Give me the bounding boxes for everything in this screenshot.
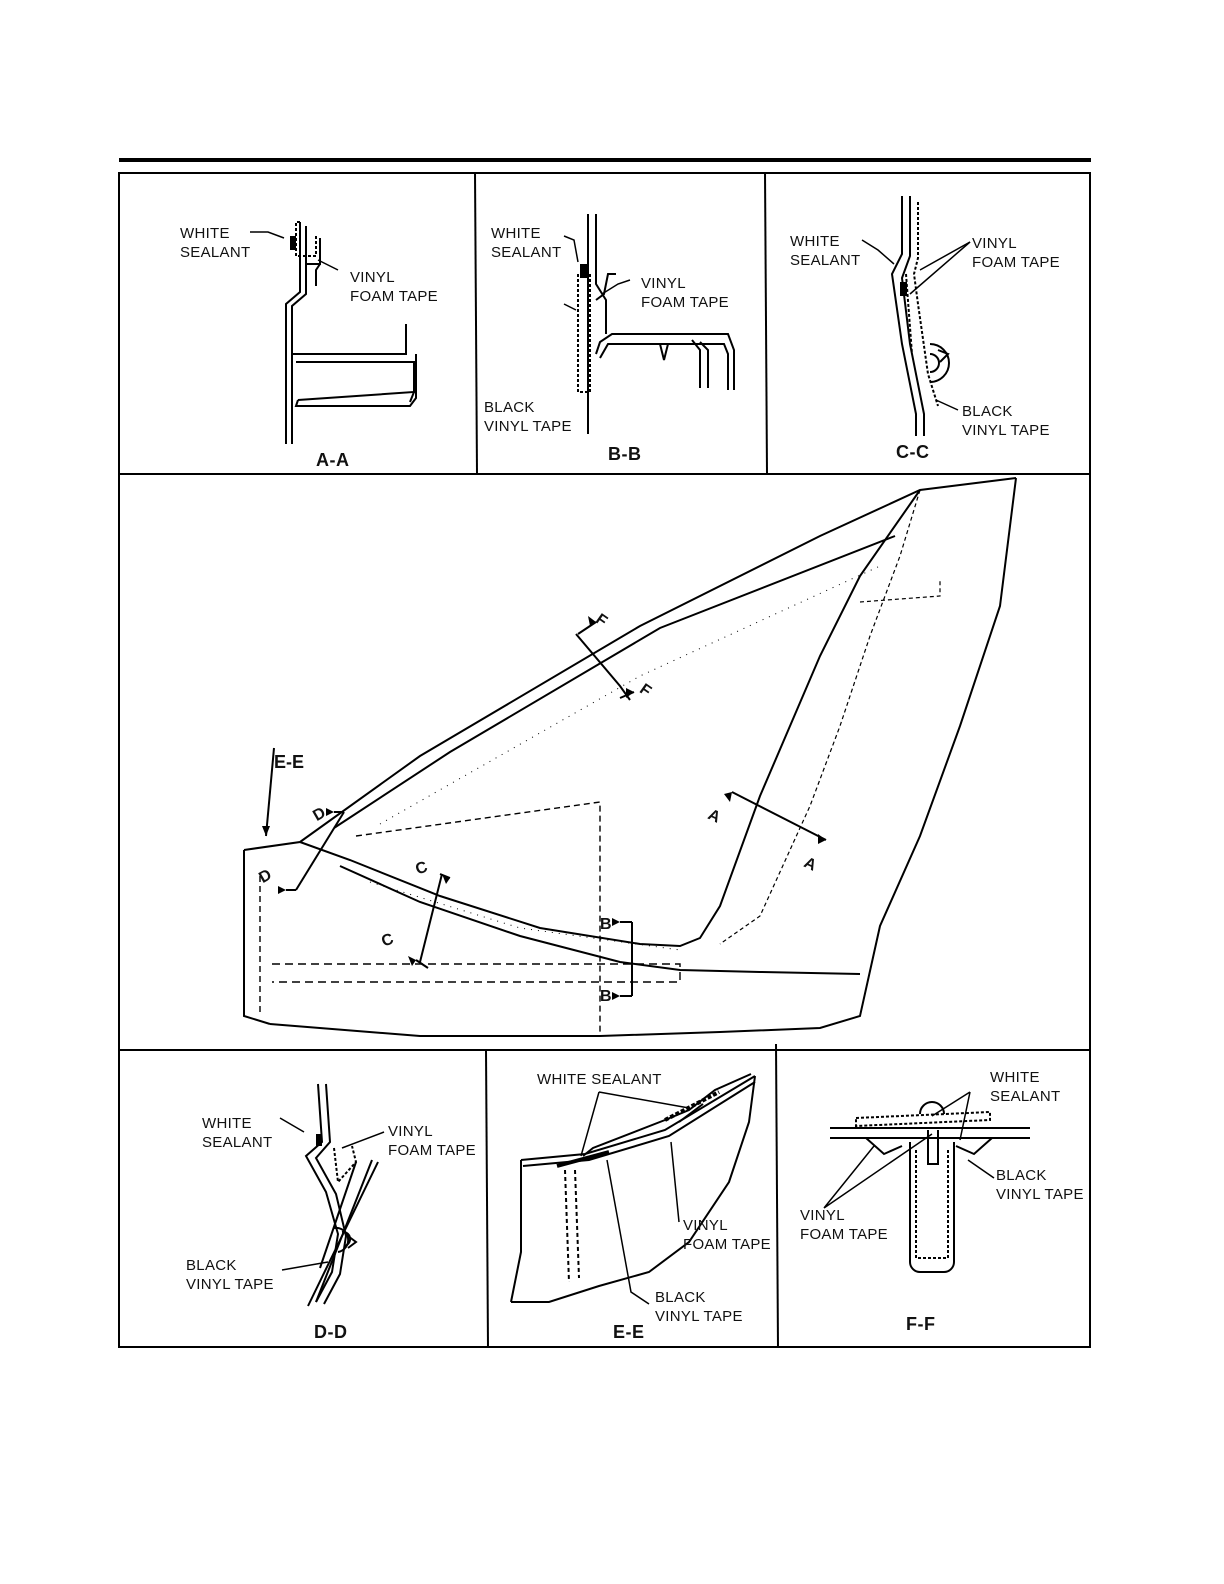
section-cc-panel: WHITE SEALANT VINYL FOAM TAPE BLACK VINY…: [768, 174, 1090, 472]
dd-caption: D-D: [314, 1322, 348, 1342]
main-view-panel: E-E F F A A D D C C B B: [120, 476, 1090, 1048]
ee-caption: E-E: [613, 1322, 645, 1342]
section-ee-drawing: [510, 1073, 756, 1305]
ee-vinyl-foam-tape-label: VINYL FOAM TAPE: [683, 1217, 771, 1253]
ee-black-vinyl-tape-label: BLACK VINYL TAPE: [655, 1289, 743, 1325]
dd-black-vinyl-tape-label: BLACK VINYL TAPE: [186, 1257, 274, 1293]
ee-callout-label: E-E: [274, 752, 305, 772]
section-ff-panel: WHITE SEALANT BLACK VINYL TAPE VINYL FOA…: [780, 1052, 1090, 1346]
cc-white-sealant-label: WHITE SEALANT: [790, 233, 861, 269]
ff-black-vinyl-tape-label: BLACK VINYL TAPE: [996, 1167, 1084, 1203]
bb-caption: B-B: [608, 444, 642, 464]
section-ff-drawing: [823, 1091, 1030, 1273]
aa-vinyl-foam-tape-label: VINYL FOAM TAPE: [350, 269, 438, 305]
bb-vinyl-foam-tape-label: VINYL FOAM TAPE: [641, 275, 729, 311]
header-rule: [119, 158, 1091, 162]
ff-white-sealant-label: WHITE SEALANT: [990, 1069, 1061, 1105]
figure-frame: [118, 172, 1091, 1348]
ff-vinyl-foam-tape-label: VINYL FOAM TAPE: [800, 1207, 888, 1243]
ff-caption: F-F: [906, 1314, 936, 1334]
section-aa-drawing: [250, 221, 417, 444]
aa-white-sealant-label: WHITE SEALANT: [180, 225, 251, 261]
section-cc-drawing: [861, 196, 971, 436]
section-bb-panel: WHITE SEALANT VINYL FOAM TAPE BLACK VINY…: [478, 174, 764, 472]
bb-black-vinyl-tape-label: BLACK VINYL TAPE: [484, 399, 572, 435]
cc-black-vinyl-tape-label: BLACK VINYL TAPE: [962, 403, 1050, 439]
dd-white-sealant-label: WHITE SEALANT: [202, 1115, 273, 1151]
marker-b-bottom: B: [600, 988, 612, 1005]
dd-vinyl-foam-tape-label: VINYL FOAM TAPE: [388, 1123, 476, 1159]
aa-caption: A-A: [316, 450, 350, 470]
section-dd-panel: WHITE SEALANT VINYL FOAM TAPE BLACK VINY…: [120, 1052, 486, 1346]
window-glass-drawing: [243, 477, 1017, 1037]
cc-vinyl-foam-tape-label: VINYL FOAM TAPE: [972, 235, 1060, 271]
section-aa-panel: WHITE SEALANT VINYL FOAM TAPE A-A: [120, 174, 474, 472]
bb-white-sealant-label: WHITE SEALANT: [491, 225, 562, 261]
cc-caption: C-C: [896, 442, 930, 462]
section-dd-drawing: [279, 1083, 385, 1307]
ee-white-sealant-label: WHITE SEALANT: [537, 1071, 662, 1088]
section-bb-drawing: [563, 214, 735, 434]
marker-b-top: B: [600, 916, 612, 933]
section-ee-panel: WHITE SEALANT VINYL FOAM TAPE BLACK VINY…: [489, 1052, 775, 1346]
